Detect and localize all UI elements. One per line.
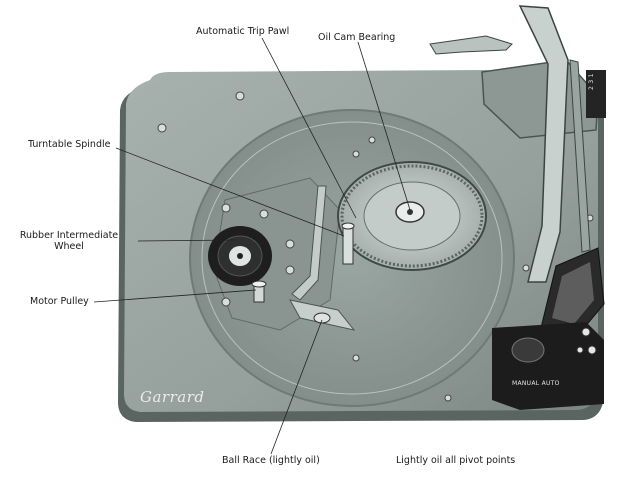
- selector-label: MANUAL AUTO: [512, 380, 560, 387]
- arm-rest-label: 2 3 1: [588, 73, 595, 90]
- trip-arm: [291, 185, 327, 301]
- label-oil-cam-bearing: Oil Cam Bearing: [318, 32, 396, 43]
- label-automatic-trip-pawl: Automatic Trip Pawl: [196, 26, 290, 37]
- leader-intermediate-wheel: [137, 239, 237, 242]
- arm-rest: [586, 70, 606, 118]
- label-motor-pulley: Motor Pulley: [30, 296, 89, 307]
- brand-logo: Garrard: [140, 388, 205, 406]
- label-rubber-intermediate-wheel: Rubber Intermediate Wheel: [6, 230, 132, 252]
- leader-spindle: [115, 147, 345, 237]
- label-ball-race: Ball Race (lightly oil): [222, 455, 320, 466]
- leader-motor-pulley: [93, 289, 257, 303]
- label-lightly-oil-note: Lightly oil all pivot points: [396, 455, 516, 466]
- arm-rest-post: [429, 35, 513, 55]
- label-rubber-intermediate-line2: Wheel: [54, 241, 84, 252]
- ball-race: [313, 312, 331, 324]
- tonearm-rod: [569, 59, 591, 253]
- tonearm: [518, 5, 569, 283]
- label-turntable-spindle: Turntable Spindle: [28, 139, 111, 150]
- label-rubber-intermediate-line1: Rubber Intermediate: [19, 230, 119, 241]
- turntable-spindle: [342, 225, 354, 265]
- cam-gear-teeth: [340, 164, 484, 268]
- leader-ball-race: [270, 319, 323, 455]
- cam-bearing-center: [407, 209, 413, 215]
- leader-trip-pawl: [261, 37, 357, 219]
- screws: [157, 91, 594, 402]
- turntable-well-rim: [201, 121, 503, 395]
- leader-lines: [93, 37, 411, 455]
- leader-oil-cam: [357, 41, 411, 211]
- selector-knob: [511, 337, 545, 363]
